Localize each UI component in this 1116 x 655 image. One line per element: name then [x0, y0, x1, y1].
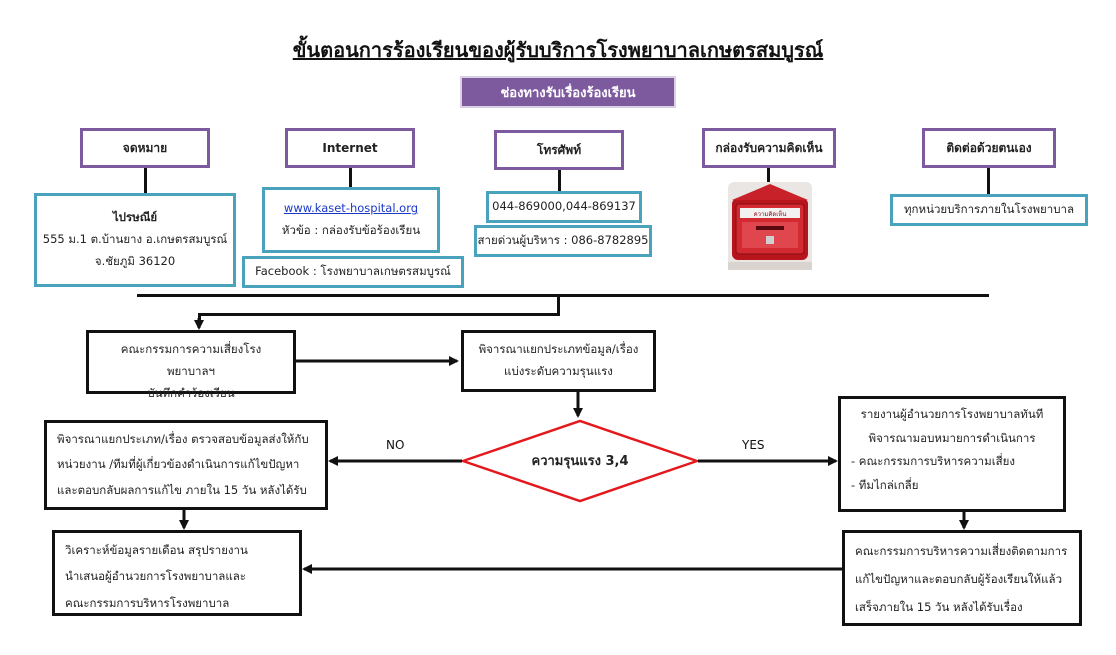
walkin-detail-box: ทุกหน่วยบริการภายในโรงพยาบาล	[890, 194, 1088, 226]
mail-address-line1: 555 ม.1 ต.บ้านยาง อ.เกษตรสมบูรณ์	[42, 232, 228, 247]
connector-mail	[144, 168, 147, 194]
no-label: NO	[386, 438, 405, 452]
facebook-box: Facebook : โรงพยาบาลเกษตรสมบูรณ์	[242, 256, 464, 288]
no-branch-box: พิจารณาแยกประเภท/เรื่อง ตรวจสอบข้อมูลส่ง…	[44, 420, 328, 510]
suggestion-mailbox-image: ความคิดเห็น	[728, 182, 812, 270]
mail-detail-box: ไปรษณีย์ 555 ม.1 ต.บ้านยาง อ.เกษตรสมบูรณ…	[34, 193, 236, 287]
decision-label: ความรุนแรง 3,4	[531, 454, 629, 469]
yes-branch-line3: - คณะกรรมการบริหารความเสี่ยง	[851, 454, 1016, 469]
mail-address-line2: จ.ชัยภูมิ 36120	[94, 253, 176, 268]
connector-internet	[349, 168, 352, 188]
channel-phone: โทรศัพท์	[494, 130, 624, 170]
classify-line1: พิจารณาแยกประเภทข้อมูล/เรื่อง	[478, 342, 639, 356]
analysis-line3: คณะกรรมการบริหารโรงพยาบาล	[65, 595, 230, 610]
analysis-box: วิเคราะห์ข้อมูลรายเดือน สรุปรายงาน นำเสน…	[52, 530, 302, 616]
mail-name: ไปรษณีย์	[112, 210, 158, 225]
connector-phone	[558, 170, 561, 192]
phone-numbers: 044-869000,044-869137	[492, 199, 636, 214]
internet-detail-box: www.kaset-hospital.org หัวข้อ : กล่องรับ…	[262, 187, 440, 253]
classify-line2: แบ่งระดับความรุนแรง	[504, 363, 613, 378]
facebook-label: Facebook : โรงพยาบาลเกษตรสมบูรณ์	[255, 264, 451, 279]
merge-drop	[557, 294, 560, 316]
committee-record-line1: คณะกรรมการความเสี่ยงโรงพยาบาลฯ	[120, 342, 262, 378]
phone-numbers-box: 044-869000,044-869137	[486, 191, 642, 223]
followup-line3: เสร็จภายใน 15 วัน หลังได้รับเรื่อง	[855, 600, 1023, 615]
channel-mail: จดหมาย	[80, 128, 210, 168]
connector-suggestion	[767, 168, 770, 184]
connector-walkin	[987, 168, 990, 194]
classify-box: พิจารณาแยกประเภทข้อมูล/เรื่อง แบ่งระดับค…	[461, 330, 656, 392]
channel-suggestion-box: กล่องรับความคิดเห็น	[702, 128, 836, 168]
internet-topic: หัวข้อ : กล่องรับข้อร้องเรียน	[281, 223, 421, 237]
hotline-number: สายด่วนผู้บริหาร : 086-8782895	[477, 233, 649, 248]
yes-label: YES	[742, 438, 765, 452]
mailbox-sign: ความคิดเห็น	[754, 209, 787, 218]
channel-walk-in: ติดต่อด้วยตนเอง	[922, 128, 1056, 168]
severity-decision: ความรุนแรง 3,4	[459, 418, 701, 504]
no-branch-line3: และตอบกลับผลการแก้ไข ภายใน 15 วัน หลังได…	[57, 482, 307, 497]
decision-diamond-shape	[459, 419, 701, 503]
committee-record-box: คณะกรรมการความเสี่ยงโรงพยาบาลฯ บันทึกคำร…	[86, 330, 296, 400]
channel-internet: Internet	[285, 128, 415, 168]
followup-box: คณะกรรมการบริหารความเสี่ยงติดตามการ แก้ไ…	[842, 530, 1082, 626]
analysis-line1: วิเคราะห์ข้อมูลรายเดือน สรุปรายงาน	[65, 543, 248, 557]
page-title: ขั้นตอนการร้องเรียนของผู้รับบริการโรงพยา…	[292, 38, 824, 62]
analysis-line2: นำเสนอผู้อำนวยการโรงพยาบาลและ	[65, 569, 246, 584]
yes-branch-line4: - ทีมไกล่เกลี่ย	[851, 477, 919, 492]
walkin-text: ทุกหน่วยบริการภายในโรงพยาบาล	[903, 202, 1075, 217]
committee-record-line2: บันทึกคำร้องเรียน	[147, 385, 235, 400]
website-link[interactable]: www.kaset-hospital.org	[283, 201, 419, 216]
hotline-box: สายด่วนผู้บริหาร : 086-8782895	[474, 225, 652, 257]
channels-header: ช่องทางรับเรื่องร้องเรียน	[460, 76, 676, 108]
mailbox-icon: ความคิดเห็น	[728, 184, 812, 270]
followup-line1: คณะกรรมการบริหารความเสี่ยงติดตามการ	[855, 544, 1068, 558]
no-branch-line1: พิจารณาแยกประเภท/เรื่อง ตรวจสอบข้อมูลส่ง…	[57, 432, 309, 446]
yes-branch-line1: รายงานผู้อำนวยการโรงพยาบาลทันที	[860, 407, 1044, 421]
no-branch-line2: หน่วยงาน /ทีมที่ผู้เกี่ยวข้องดำเนินการแก…	[57, 457, 300, 472]
merge-to-committee	[198, 313, 201, 325]
yes-branch-line2: พิจารณามอบหมายการดำเนินการ	[868, 430, 1036, 445]
yes-branch-box: รายงานผู้อำนวยการโรงพยาบาลทันที พิจารณาม…	[838, 396, 1066, 512]
merge-branch	[198, 313, 560, 316]
followup-line2: แก้ไขปัญหาและตอบกลับผู้ร้องเรียนให้แล้ว	[855, 572, 1063, 587]
merge-line	[137, 294, 989, 297]
